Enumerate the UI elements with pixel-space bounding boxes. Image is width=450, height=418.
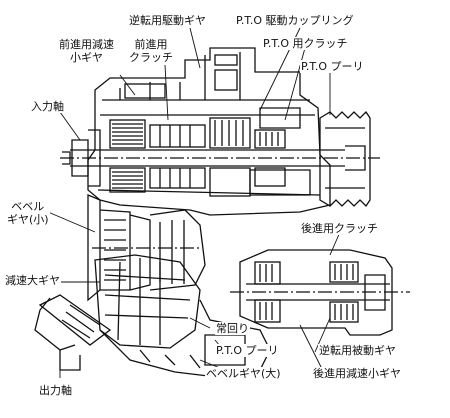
reverse-assembly	[230, 249, 410, 336]
leader-lines	[47, 27, 341, 378]
label-pto-clutch: P.T.O 用クラッチ	[262, 37, 349, 50]
label-input-shaft: 入力軸	[30, 100, 65, 113]
pto-pulley-top	[319, 110, 371, 208]
label-bevel-gear-small: ベベル ギヤ(小)	[6, 200, 50, 226]
label-forward-clutch: 前進用 クラッチ	[128, 38, 174, 64]
label-forward-reduction-small-gear: 前進用減速 小ギヤ	[58, 38, 115, 64]
main-shaft	[60, 145, 380, 171]
bevel-gear-section	[87, 194, 206, 302]
label-pto-pulley-top: P.T.O プーリ	[300, 60, 365, 73]
label-reverse-clutch: 後進用クラッチ	[300, 222, 379, 235]
upper-housing	[87, 47, 331, 216]
label-pto-drive-coupling: P.T.O 駆動カップリング	[235, 14, 355, 27]
main-shaft-gears	[109, 117, 286, 197]
label-constant-rotation: 常回り	[215, 322, 250, 335]
label-reverse-drive-gear: 逆転用駆動ギヤ	[128, 14, 207, 27]
label-reverse-driven-gear: 逆転用被動ギヤ	[318, 344, 397, 357]
input-shaft-end	[71, 129, 101, 187]
output-shaft	[34, 294, 112, 371]
label-reduction-large-gear: 減速大ギヤ	[4, 274, 61, 287]
label-reverse-reduction-small-gear: 後進用減速小ギヤ	[312, 367, 402, 380]
label-pto-pulley-bottom: P.T.O プーリ	[215, 344, 280, 357]
reduction-large-gear	[94, 254, 201, 349]
label-output-shaft: 出力軸	[38, 384, 73, 397]
label-bevel-gear-large: ベベルギヤ(大)	[205, 367, 282, 380]
